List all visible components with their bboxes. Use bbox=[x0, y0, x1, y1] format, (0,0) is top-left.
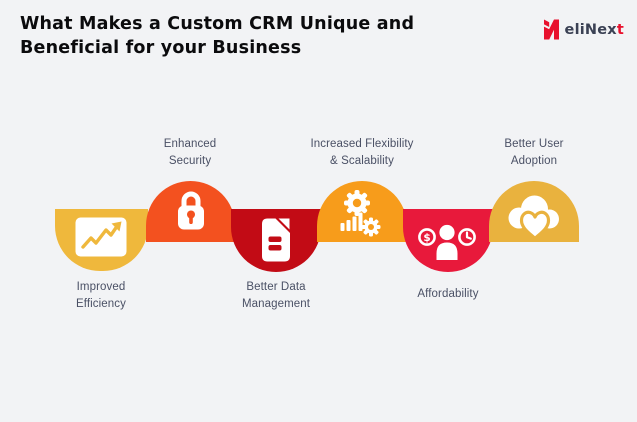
label-affordability: Affordability bbox=[363, 286, 533, 303]
label-line: Enhanced bbox=[163, 138, 217, 150]
svg-text:$: $ bbox=[423, 232, 430, 244]
elinext-logo-icon bbox=[543, 19, 559, 40]
label-line: Better User bbox=[504, 138, 564, 150]
label-increased-flexibility: Increased Flexibility & Scalability bbox=[277, 136, 447, 170]
page-title-line2: Beneficial for your Business bbox=[20, 37, 302, 58]
page-title: What Makes a Custom CRM Unique and Benef… bbox=[20, 13, 460, 61]
shape-improved-efficiency bbox=[55, 209, 148, 271]
label-enhanced-security: Enhanced Security bbox=[105, 136, 275, 170]
padlock-icon bbox=[178, 191, 204, 230]
logo-text-accent: t bbox=[616, 21, 624, 38]
cloud-heart-icon bbox=[508, 195, 559, 241]
shape-better-data-management bbox=[231, 209, 321, 272]
gears-growth-icon bbox=[340, 190, 381, 237]
label-line: Increased Flexibility bbox=[310, 138, 414, 150]
logo-text-main: eliNex bbox=[564, 21, 617, 38]
elinext-logo-text: eliNext bbox=[565, 22, 624, 38]
label-line: & Scalability bbox=[330, 155, 394, 168]
person-dollar-clock-icon: $ bbox=[418, 224, 476, 260]
label-line: Adoption bbox=[510, 155, 558, 168]
label-line: Security bbox=[168, 155, 212, 168]
elinext-logo: eliNext bbox=[543, 19, 624, 40]
document-icon bbox=[262, 218, 290, 262]
trend-chart-icon bbox=[75, 217, 127, 257]
shape-better-user-adoption bbox=[489, 181, 579, 242]
shape-affordability: $ bbox=[403, 209, 493, 272]
page-title-line1: What Makes a Custom CRM Unique and bbox=[20, 14, 415, 34]
label-line: Improved bbox=[76, 281, 126, 293]
shape-increased-flexibility bbox=[317, 181, 407, 242]
shape-enhanced-security bbox=[146, 181, 235, 242]
label-line: Affordability bbox=[417, 288, 479, 300]
label-line: Efficiency bbox=[75, 298, 126, 311]
label-better-user-adoption: Better User Adoption bbox=[449, 136, 619, 170]
label-improved-efficiency: Improved Efficiency bbox=[16, 279, 186, 313]
label-line: Management bbox=[241, 298, 311, 311]
label-better-data-management: Better Data Management bbox=[191, 279, 361, 313]
label-line: Better Data bbox=[246, 281, 306, 293]
